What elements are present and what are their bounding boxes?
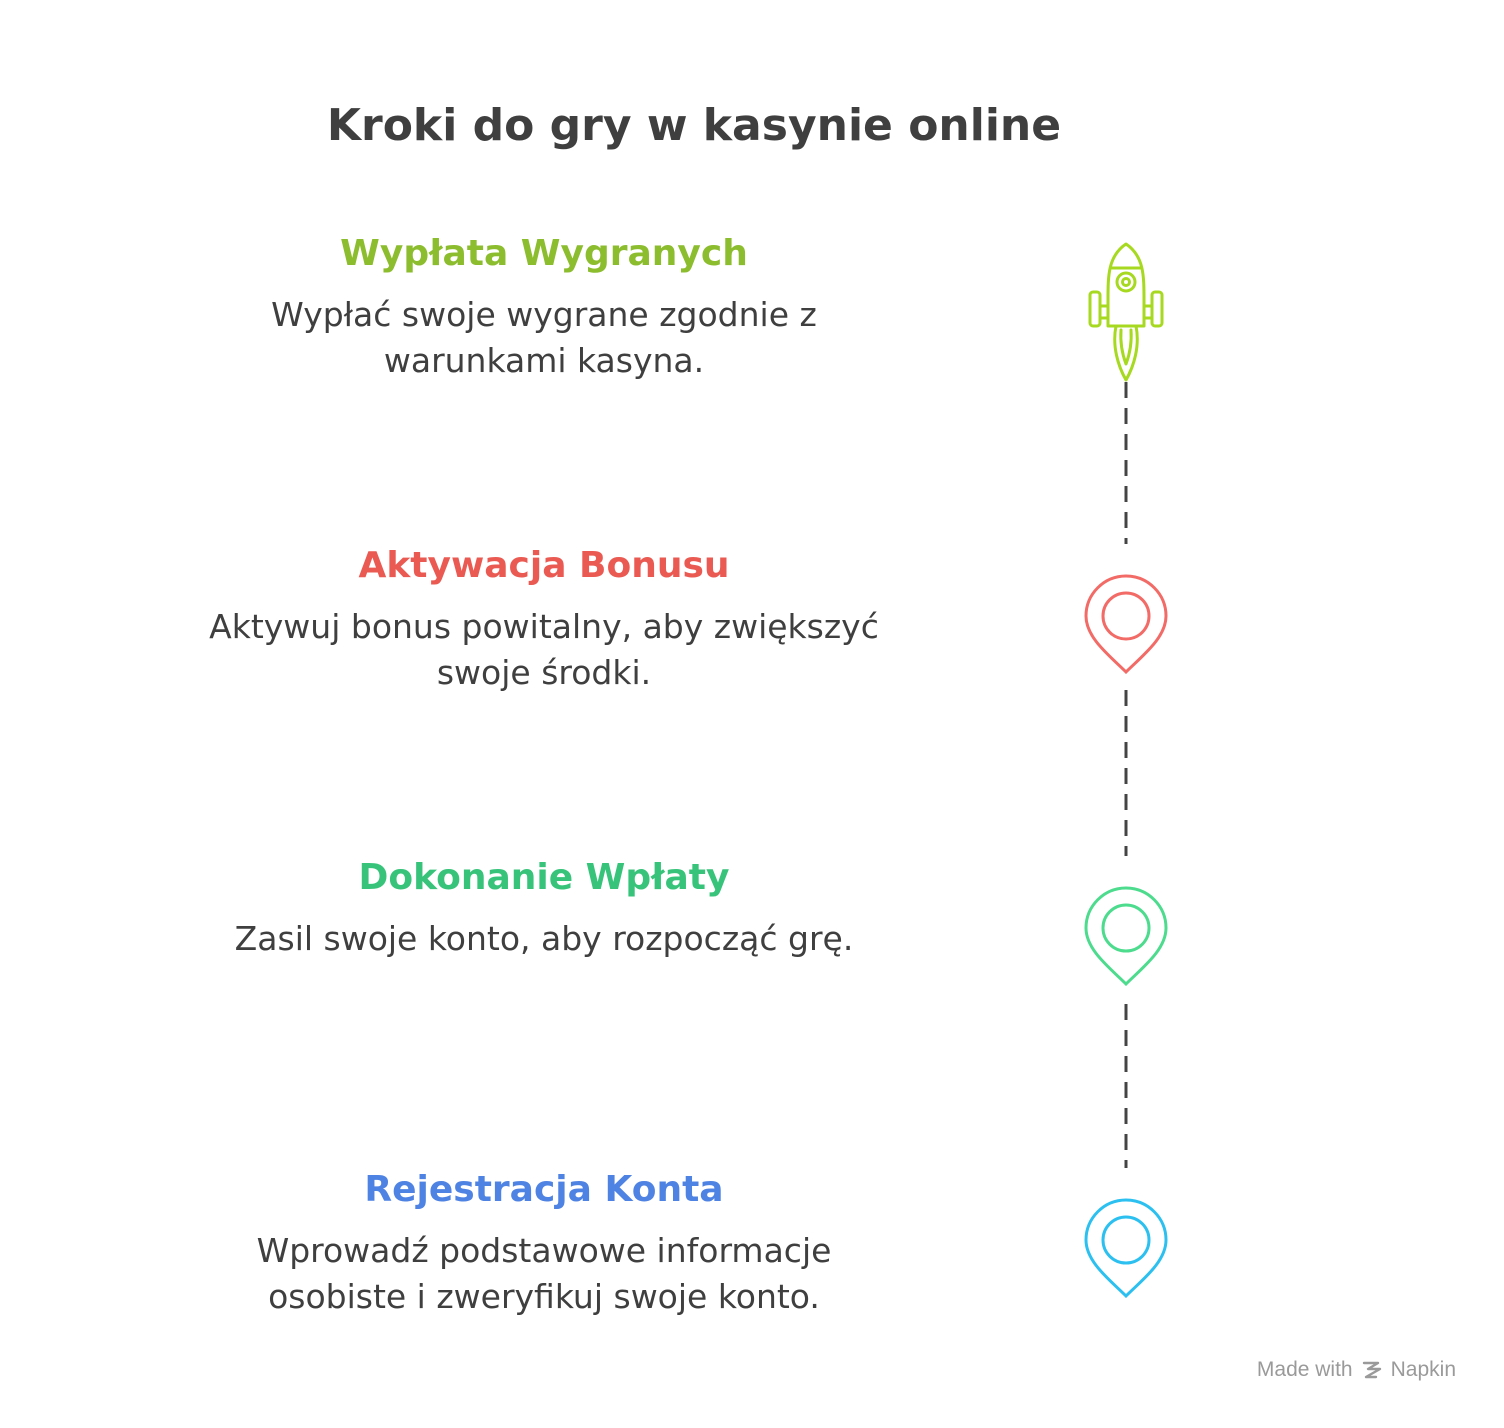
step-bonus: Aktywacja Bonusu Aktywuj bonus powitalny…: [194, 542, 894, 696]
step-description: Wprowadź podstawowe informacje osobiste …: [256, 1231, 832, 1316]
page-title: Kroki do gry w kasynie online: [326, 100, 1062, 151]
step-title: Dokonanie Wpłaty: [358, 857, 730, 898]
napkin-logo-icon: [1362, 1361, 1381, 1379]
step-title: Aktywacja Bonusu: [358, 545, 730, 586]
footer-credit: Made with Napkin: [1257, 1358, 1456, 1382]
step-description: Zasil swoje konto, aby rozpocząć grę.: [234, 919, 854, 958]
footer-made-with: Made with: [1256, 1358, 1353, 1381]
map-pin-icon: [1084, 886, 1168, 987]
step-register: Rejestracja Konta Wprowadź podstawowe in…: [194, 1166, 894, 1320]
map-pin-icon: [1084, 1198, 1168, 1299]
step-payout: Wypłata Wygranych Wypłać swoje wygrane z…: [194, 230, 894, 384]
rocket-icon: [1088, 242, 1164, 382]
footer-brand: Napkin: [1390, 1358, 1456, 1381]
step-deposit: Dokonanie Wpłaty Zasil swoje konto, aby …: [194, 854, 894, 962]
step-description: Aktywuj bonus powitalny, aby zwiększyć s…: [209, 607, 879, 692]
step-title: Rejestracja Konta: [364, 1169, 724, 1210]
step-title: Wypłata Wygranych: [340, 233, 748, 274]
map-pin-icon: [1084, 574, 1168, 675]
step-description: Wypłać swoje wygrane zgodnie z warunkami…: [271, 295, 817, 380]
